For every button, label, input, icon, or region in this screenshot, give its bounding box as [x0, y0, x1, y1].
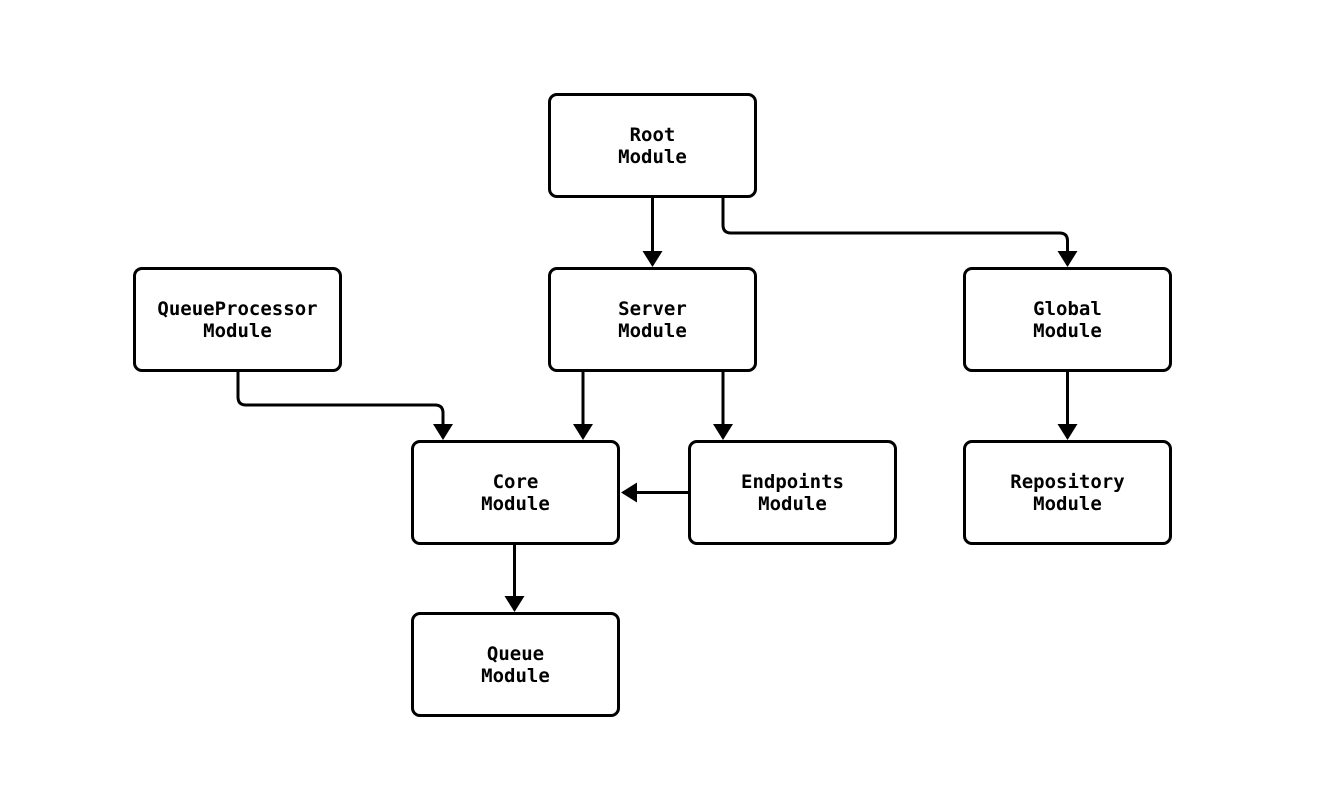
edge-root-to-global — [721, 198, 1078, 267]
node-endpoints-module: Endpoints Module — [688, 440, 897, 545]
node-repository-module: Repository Module — [963, 440, 1172, 545]
node-global-module: Global Module — [963, 267, 1172, 372]
node-queueprocessor-module: QueueProcessor Module — [133, 267, 342, 372]
node-core-module: Core Module — [411, 440, 620, 545]
node-root-module: Root Module — [548, 93, 757, 198]
node-server-module: Server Module — [548, 267, 757, 372]
edge-queueprocessor-to-core — [236, 372, 453, 440]
node-queue-module: Queue Module — [411, 612, 620, 717]
